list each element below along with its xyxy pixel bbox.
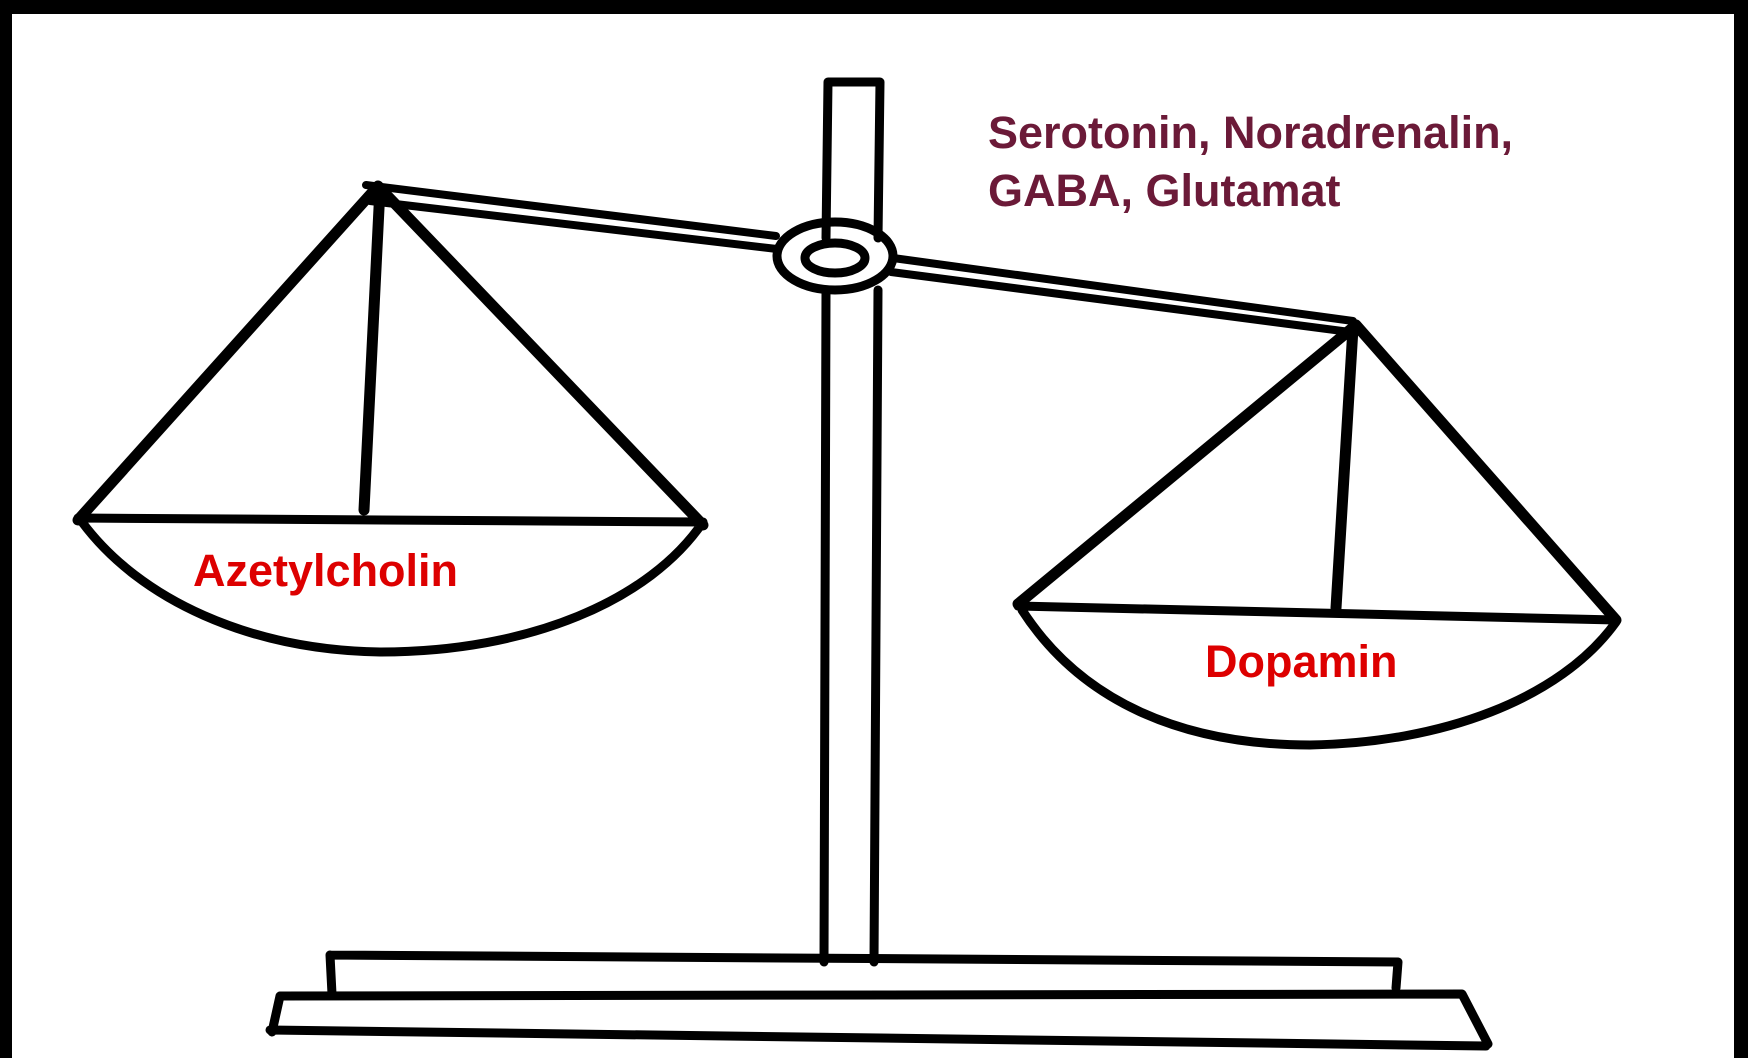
scale-post xyxy=(826,82,880,238)
scale-beam-right xyxy=(891,258,1353,332)
scale-post-lower xyxy=(824,290,878,962)
top-label: Serotonin, Noradrenalin, GABA, Glutamat xyxy=(988,104,1513,220)
right-pan-label: Dopamin xyxy=(1205,633,1398,691)
pivot-ring-outer xyxy=(777,222,893,290)
left-pan-label: Azetylcholin xyxy=(193,542,458,600)
top-label-line-1: Serotonin, Noradrenalin, xyxy=(988,104,1513,162)
scale-base-bottom xyxy=(270,994,1488,1046)
top-label-line-2: GABA, Glutamat xyxy=(988,162,1513,220)
left-hanger xyxy=(78,186,703,525)
scale-base-top xyxy=(330,955,1398,994)
pivot-ring-inner xyxy=(805,243,865,273)
right-hanger xyxy=(1018,325,1616,620)
